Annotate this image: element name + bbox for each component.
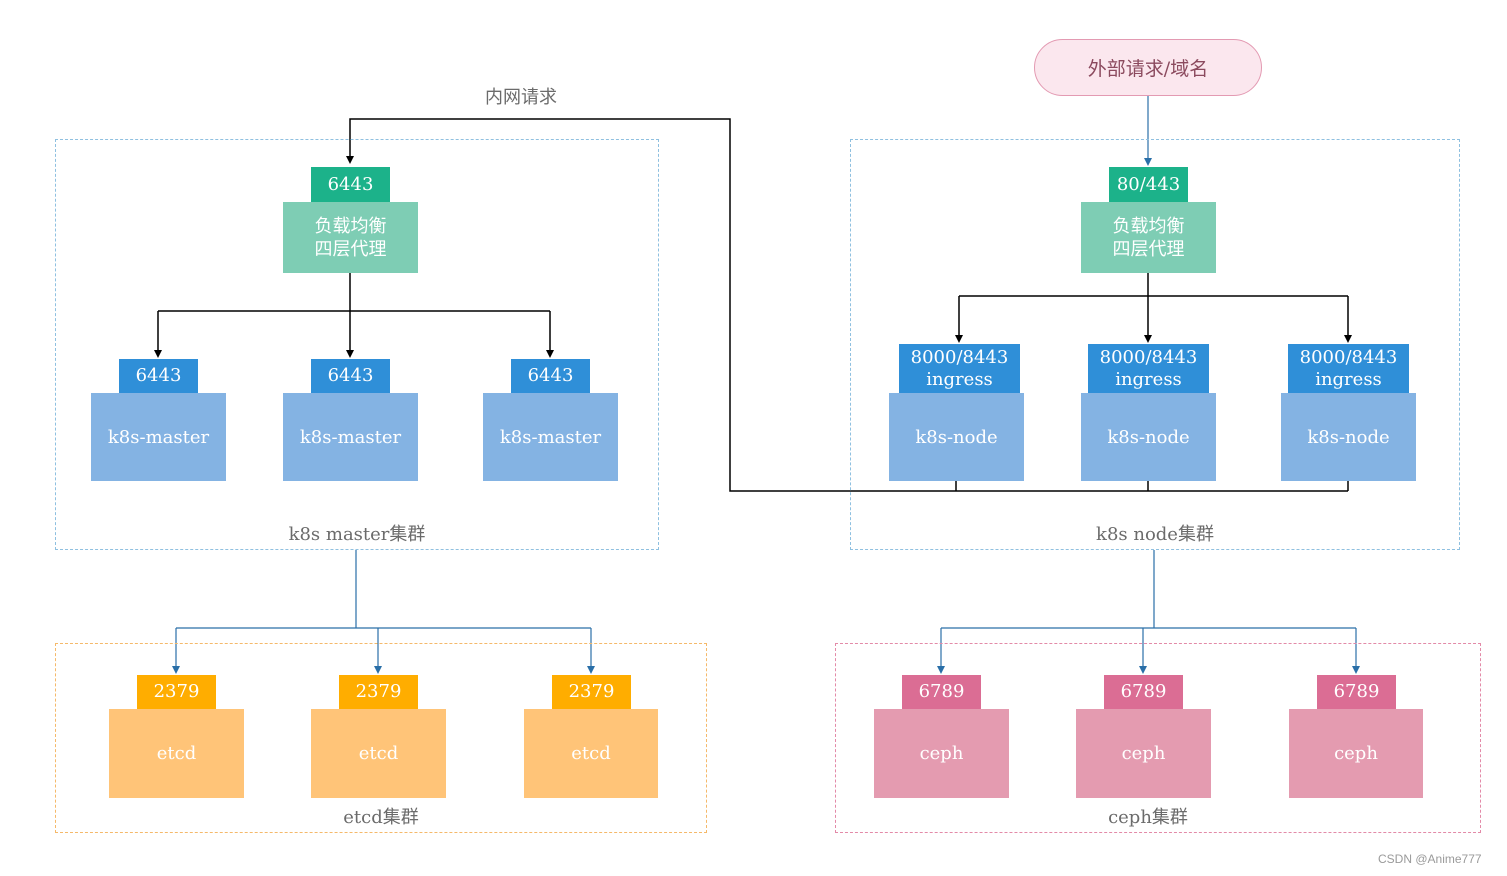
master-lb-port-label: 6443 xyxy=(327,173,374,195)
ceph-node-2-port-label: 6789 xyxy=(1120,681,1167,702)
etcd-node-3-port: 2379 xyxy=(552,675,631,709)
node-lb-line1: 负载均衡 xyxy=(1112,215,1185,237)
etcd-cluster-caption: etcd集群 xyxy=(343,807,419,828)
etcd-node-1-port: 2379 xyxy=(137,675,216,709)
node-load-balancer: 负载均衡 四层代理 xyxy=(1081,202,1216,273)
master-node-1-port: 6443 xyxy=(119,359,198,393)
node-lb-port: 80/443 xyxy=(1109,167,1188,202)
master-lb-line2: 四层代理 xyxy=(314,238,387,260)
etcd-node-2-port: 2379 xyxy=(339,675,418,709)
etcd-node-2-label: etcd xyxy=(358,743,399,764)
worker-node-2: k8s-node xyxy=(1081,393,1216,481)
worker-node-3-port-label: 8000/8443 xyxy=(1299,346,1398,368)
master-load-balancer: 负载均衡 四层代理 xyxy=(283,202,418,273)
master-lb-port: 6443 xyxy=(311,167,390,202)
ceph-node-3-port-label: 6789 xyxy=(1333,681,1380,702)
ceph-node-1-label: ceph xyxy=(919,743,964,764)
etcd-node-3: etcd xyxy=(524,709,658,798)
ceph-node-1-port-label: 6789 xyxy=(918,681,965,702)
node-lb-line2: 四层代理 xyxy=(1112,238,1185,260)
worker-node-1-label: k8s-node xyxy=(915,426,998,448)
ceph-node-3: ceph xyxy=(1289,709,1423,798)
node-lb-trunk xyxy=(959,273,1348,297)
watermark: CSDN @Anime777 xyxy=(1378,852,1482,866)
master-node-3-port-label: 6443 xyxy=(527,365,574,386)
worker-node-1-port-label: 8000/8443 xyxy=(910,346,1009,368)
master-node-1-port-label: 6443 xyxy=(135,365,182,386)
master-node-2-label: k8s-master xyxy=(299,426,402,448)
master-cluster-group xyxy=(55,139,659,550)
master-lb-trunk xyxy=(158,273,550,312)
etcd-node-2: etcd xyxy=(311,709,446,798)
worker-node-2-port: 8000/8443 ingress xyxy=(1088,344,1209,393)
master-node-1: k8s-master xyxy=(91,393,226,481)
ceph-node-2-label: ceph xyxy=(1121,743,1166,764)
etcd-node-3-port-label: 2379 xyxy=(568,681,615,702)
worker-node-2-label: k8s-node xyxy=(1107,426,1190,448)
master-node-2: k8s-master xyxy=(283,393,418,481)
master-node-2-port: 6443 xyxy=(311,359,390,393)
internal-request-line xyxy=(350,118,1349,492)
node-cluster-caption: k8s node集群 xyxy=(1096,524,1214,545)
master-node-3: k8s-master xyxy=(483,393,618,481)
external-request-label: 外部请求/域名 xyxy=(1087,58,1209,80)
worker-node-1: k8s-node xyxy=(889,393,1024,481)
worker-node-3-label: k8s-node xyxy=(1307,426,1390,448)
master-to-etcd-trunk xyxy=(176,550,591,629)
master-node-3-port: 6443 xyxy=(511,359,590,393)
node-lb-port-label: 80/443 xyxy=(1116,173,1181,195)
master-node-2-port-label: 6443 xyxy=(327,365,374,386)
ceph-node-2: ceph xyxy=(1076,709,1211,798)
worker-node-1-ingress-label: ingress xyxy=(926,368,993,390)
worker-node-1-port: 8000/8443 ingress xyxy=(899,344,1020,393)
worker-node-2-ingress-label: ingress xyxy=(1115,368,1182,390)
etcd-node-1: etcd xyxy=(109,709,244,798)
etcd-node-1-port-label: 2379 xyxy=(153,681,200,702)
internal-request-label: 内网请求 xyxy=(485,87,557,108)
etcd-node-3-label: etcd xyxy=(571,743,611,764)
worker-node-3-port: 8000/8443 ingress xyxy=(1288,344,1409,393)
worker-node-2-port-label: 8000/8443 xyxy=(1099,346,1198,368)
ceph-node-3-label: ceph xyxy=(1334,743,1378,764)
master-cluster-caption: k8s master集群 xyxy=(288,524,426,545)
master-node-1-label: k8s-master xyxy=(107,426,210,448)
master-lb-line1: 负载均衡 xyxy=(314,215,387,237)
external-request-node: 外部请求/域名 xyxy=(1034,39,1262,96)
ceph-cluster-group xyxy=(835,643,1481,833)
master-node-3-label: k8s-master xyxy=(499,426,602,448)
ceph-node-1-port: 6789 xyxy=(902,675,981,709)
ceph-node-3-port: 6789 xyxy=(1317,675,1396,709)
node-cluster-group xyxy=(850,139,1460,550)
ceph-node-1: ceph xyxy=(874,709,1009,798)
etcd-cluster-group xyxy=(55,643,707,833)
etcd-node-1-label: etcd xyxy=(156,743,197,764)
worker-node-3-ingress-label: ingress xyxy=(1315,368,1382,390)
etcd-node-2-port-label: 2379 xyxy=(355,681,402,702)
ceph-cluster-caption: ceph集群 xyxy=(1108,807,1188,828)
worker-node-3: k8s-node xyxy=(1281,393,1416,481)
ceph-node-2-port: 6789 xyxy=(1104,675,1183,709)
node-to-ceph-trunk xyxy=(941,550,1356,629)
